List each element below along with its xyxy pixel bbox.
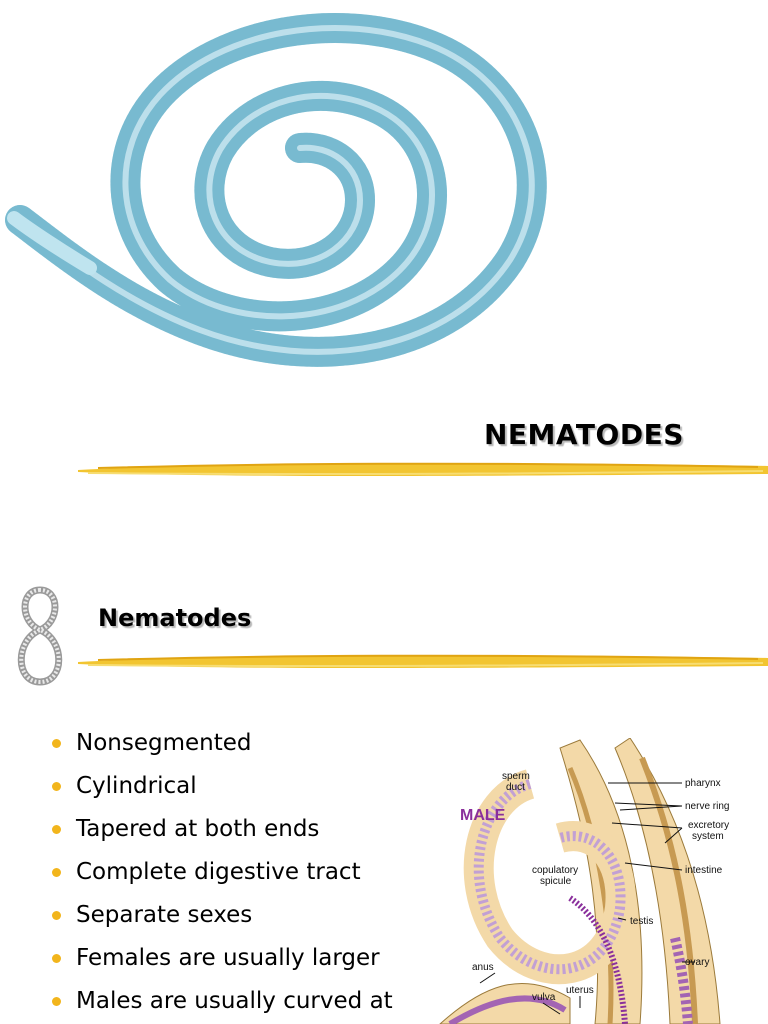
bullet-item: Separate sexes (50, 894, 393, 937)
slide-2-title: Nematodes (98, 604, 252, 632)
bullet-dot-icon (52, 782, 61, 791)
label-excretory: excretory (688, 820, 729, 831)
nematode-photo (5, 12, 547, 367)
bullet-item: Nonsegmented (50, 722, 393, 765)
bullet-item: Males are usually curved at (50, 980, 393, 1023)
slide-1: NEMATODES (5, 12, 768, 476)
bullet-dot-icon (52, 868, 61, 877)
label-pharynx: pharynx (685, 778, 721, 789)
label-ovary: ovary (685, 957, 709, 968)
label-intestine: intestine (685, 865, 723, 876)
bullet-item: Cylindrical (50, 765, 393, 808)
label-spicule: spicule (540, 876, 572, 887)
label-system: system (692, 831, 724, 842)
bullet-dot-icon (52, 825, 61, 834)
nematode-logo-icon (17, 586, 63, 686)
bullet-item: Females are usually larger (50, 937, 393, 980)
label-sperm: sperm (502, 771, 530, 782)
gold-divider-2 (78, 654, 768, 668)
bullet-dot-icon (52, 997, 61, 1006)
bullet-dot-icon (52, 954, 61, 963)
label-uterus: uterus (566, 985, 594, 996)
bullet-dot-icon (52, 739, 61, 748)
slide-1-title: NEMATODES (484, 418, 684, 451)
bullet-item: Complete digestive tract (50, 851, 393, 894)
nematode-anatomy-diagram: pharynx nerve ring excretory system inte… (439, 738, 729, 1024)
label-vulva: vulva (532, 992, 556, 1003)
label-copulatory: copulatory (532, 865, 578, 876)
gold-divider (78, 462, 768, 476)
label-anus: anus (472, 962, 494, 973)
bullet-item: Tapered at both ends (50, 808, 393, 851)
bullet-dot-icon (52, 911, 61, 920)
male-label: MALE (460, 807, 506, 824)
slide-2: Nematodes Nonsegmented Cylindrical Taper… (0, 548, 768, 1024)
bullet-list: Nonsegmented Cylindrical Tapered at both… (50, 722, 393, 1023)
label-duct: duct (506, 782, 525, 793)
label-nerve-ring: nerve ring (685, 801, 729, 812)
label-testis: testis (630, 916, 653, 927)
